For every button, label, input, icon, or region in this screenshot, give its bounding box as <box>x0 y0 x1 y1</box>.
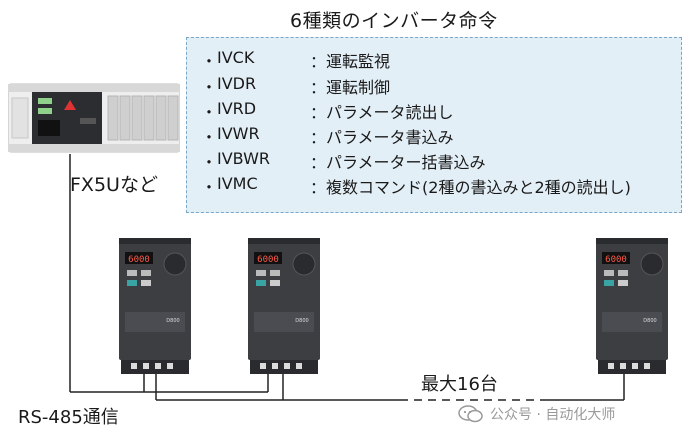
command-row-ivck: ・ IVCK ：運転監視 <box>201 48 390 72</box>
command-desc: ：運転監視 <box>310 52 391 71</box>
bullet: ・ <box>201 153 218 172</box>
inverter-1-image: 6000 D800 <box>119 238 191 374</box>
command-code: IVWR <box>217 124 260 143</box>
command-code: IVBWR <box>217 149 271 168</box>
command-desc: ：運転制御 <box>310 78 391 97</box>
command-desc: ：パラメーター括書込み <box>310 153 486 172</box>
wechat-icon <box>458 405 483 423</box>
watermark: 公众号 · 自动化大师 <box>458 404 615 424</box>
command-desc: ：パラメータ書込み <box>310 128 454 147</box>
bullet: ・ <box>201 178 218 197</box>
command-code: IVRD <box>217 99 257 118</box>
inverter-brand-text: D800 <box>166 318 179 324</box>
command-desc: ：パラメータ読出し <box>310 103 454 122</box>
inverter-display-text: 6000 <box>128 255 150 265</box>
command-row-ivdr: ・ IVDR ：運転制御 <box>201 74 390 98</box>
plc-label: FX5Uなど <box>70 174 158 196</box>
bullet: ・ <box>201 128 218 147</box>
command-desc: ：複数コマンド(2種の書込みと2種の読出し) <box>310 178 631 197</box>
inverter-brand-text: D800 <box>643 318 656 324</box>
command-row-ivbwr: ・ IVBWR ：パラメーター括書込み <box>201 149 486 173</box>
plc-unit-image <box>8 83 180 153</box>
watermark-text: 公众号 · 自动化大师 <box>490 407 616 423</box>
command-row-ivwr: ・ IVWR ：パラメータ書込み <box>201 124 454 148</box>
inverter-display-text: 6000 <box>605 255 627 265</box>
rs485-label: RS-485通信 <box>18 407 119 428</box>
bullet: ・ <box>201 78 218 97</box>
bullet: ・ <box>201 103 218 122</box>
command-row-ivrd: ・ IVRD ：パラメータ読出し <box>201 99 454 123</box>
bullet: ・ <box>201 52 218 71</box>
command-code: IVDR <box>217 74 257 93</box>
inverter-16-image: 6000 D800 <box>596 238 668 374</box>
inverter-display-text: 6000 <box>257 255 279 265</box>
command-list-box: ・ IVCK ：運転監視 ・ IVDR ：運転制御 ・ IVRD ：パラメータ読… <box>186 37 682 213</box>
command-row-ivmc: ・ IVMC ：複数コマンド(2種の書込みと2種の読出し) <box>201 174 631 198</box>
command-code: IVMC <box>217 174 258 193</box>
max-units-label: 最大16台 <box>421 374 498 395</box>
inverter-brand-text: D800 <box>295 318 308 324</box>
command-code: IVCK <box>217 48 255 67</box>
inverter-2-image: 6000 D800 <box>248 238 320 374</box>
diagram-title: 6種類のインバータ命令 <box>290 10 498 32</box>
